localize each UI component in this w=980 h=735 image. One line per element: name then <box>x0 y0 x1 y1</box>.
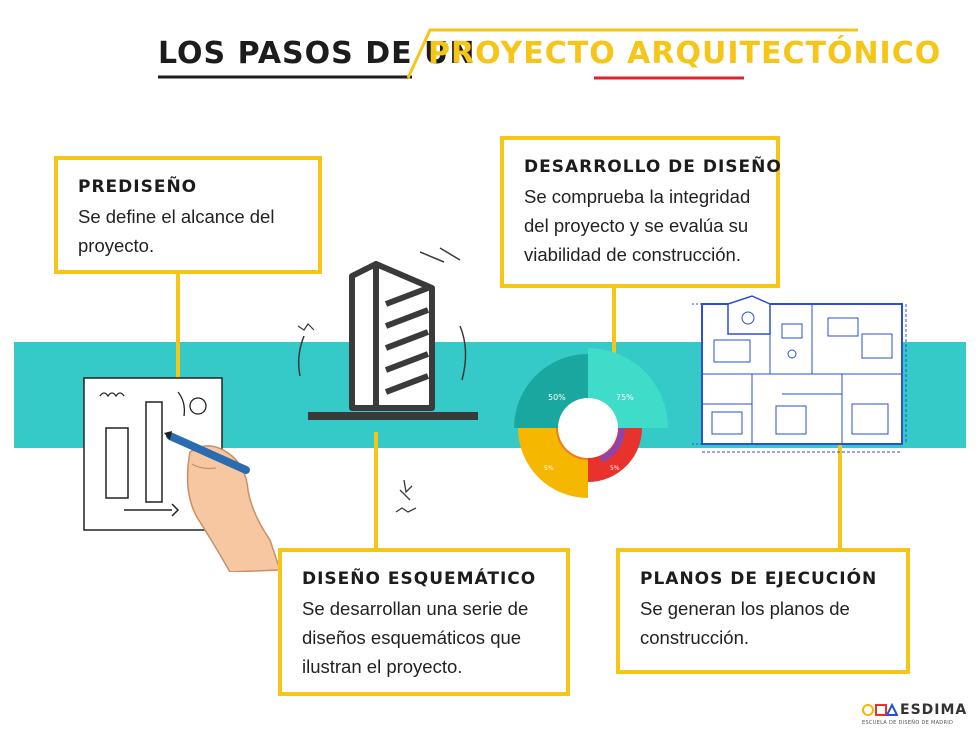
esdima-logo: ESDIMA ESCUELA DE DISEÑO DE MADRID <box>862 702 974 730</box>
logo-subtitle: ESCUELA DE DISEÑO DE MADRID <box>862 720 954 726</box>
title-part1: LOS PASOS DE UN <box>158 36 476 71</box>
building-doodles <box>395 479 417 513</box>
logo-name: ESDIMA <box>900 702 968 718</box>
step-title-prediseno: PREDISEÑO <box>78 177 198 197</box>
title-decoration <box>158 28 858 80</box>
donut-label-4: 5% <box>544 465 554 472</box>
donut-label-2: 75% <box>616 393 634 402</box>
step-title-esquematico: DISEÑO ESQUEMÁTICO <box>302 569 537 589</box>
donut-chart: 50% 75% 5% 5% <box>514 348 668 498</box>
step-text-desarrollo: Se comprueba la integridad del proyecto … <box>524 186 751 265</box>
donut-label-1: 50% <box>548 393 566 402</box>
step-box-prediseno: PREDISEÑO Se define el alcance del proye… <box>54 156 322 274</box>
pencil-icon <box>166 432 250 474</box>
floor-plan-illustration <box>692 295 907 453</box>
connector-planos <box>838 432 842 550</box>
connector-desarrollo <box>612 284 616 394</box>
hand-icon <box>186 445 280 572</box>
donut-label-3: 5% <box>610 465 620 472</box>
title-area: LOS PASOS DE UN PROYECTO ARQUITECTÓNICO <box>0 0 980 110</box>
step-box-esquematico: DISEÑO ESQUEMÁTICO Se desarrollan una se… <box>278 548 570 696</box>
step-box-planos: PLANOS DE EJECUCIÓN Se generan los plano… <box>616 548 910 674</box>
step-title-planos: PLANOS DE EJECUCIÓN <box>640 569 878 589</box>
step-text-prediseno: Se define el alcance del proyecto. <box>78 206 275 256</box>
logo-mark-icon <box>862 703 898 716</box>
step-title-desarrollo: DESARROLLO DE DISEÑO <box>524 157 782 177</box>
sketch-illustration <box>83 377 280 572</box>
building-illustration <box>297 247 478 420</box>
connector-esquematico <box>374 432 378 550</box>
step-box-desarrollo: DESARROLLO DE DISEÑO Se comprueba la int… <box>500 136 782 288</box>
title-part2: PROYECTO ARQUITECTÓNICO <box>428 36 942 71</box>
connector-prediseno <box>176 270 180 390</box>
step-text-esquematico: Se desarrollan una serie de diseños esqu… <box>302 598 529 677</box>
step-text-planos: Se generan los planos de construcción. <box>640 598 850 648</box>
